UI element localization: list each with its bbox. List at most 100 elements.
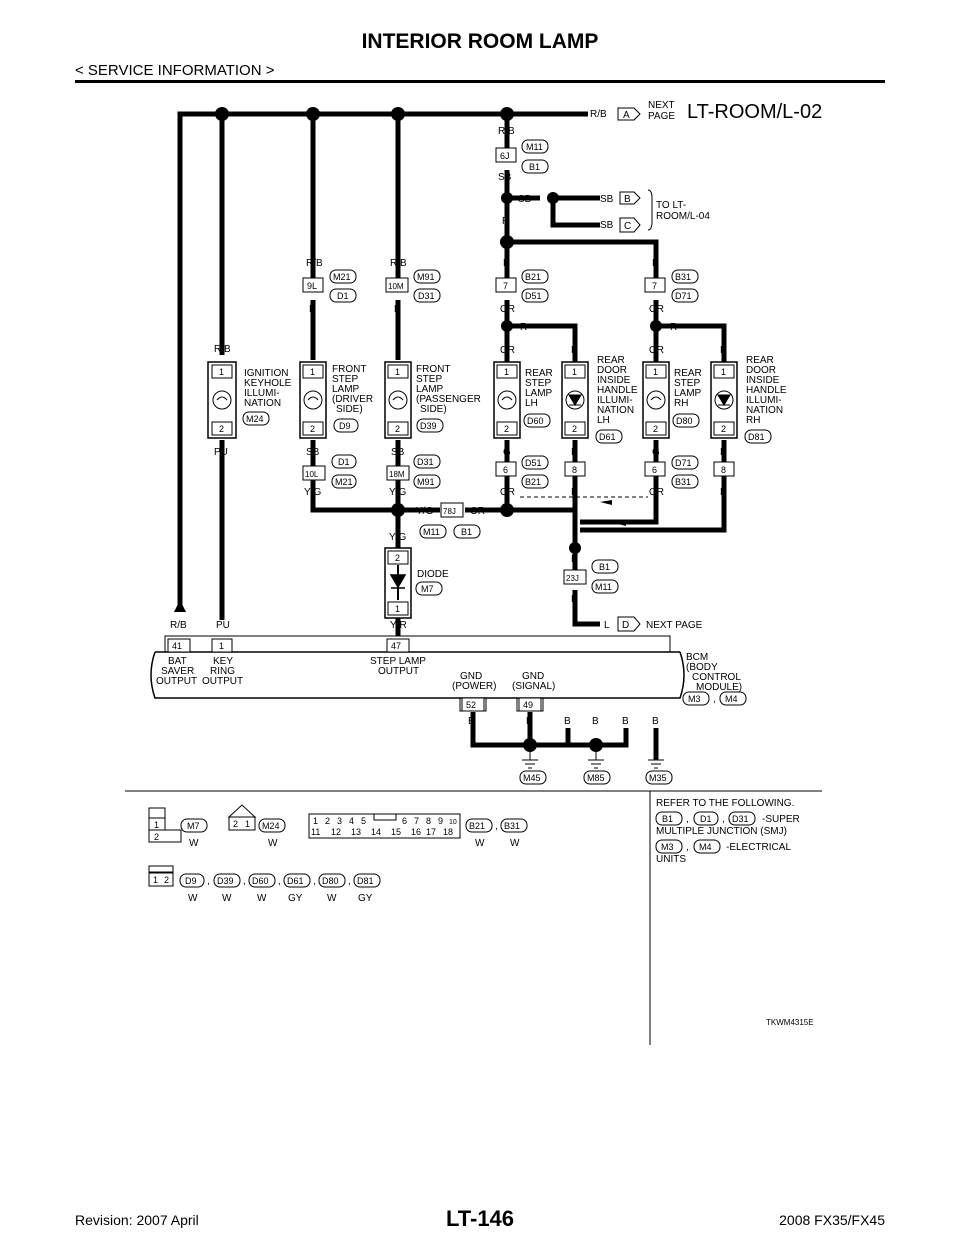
connector-id: D9: [185, 876, 197, 886]
connector-tab: [148, 807, 166, 819]
connector-label: D31: [417, 457, 434, 467]
connector-oval: [693, 839, 721, 854]
reference-id: B1: [662, 814, 673, 824]
diode-label: DIODE: [417, 569, 449, 580]
lamp-label: DOOR: [597, 365, 627, 376]
lamp-label: INSIDE: [597, 375, 631, 386]
wire-label: B: [564, 716, 571, 727]
pin-label: 14: [371, 827, 381, 837]
arrow-connector-d: [617, 616, 641, 632]
pin-label: 1: [219, 641, 224, 651]
splice-dot: [650, 320, 662, 332]
pin-label: 2: [164, 875, 169, 885]
splice-dot: [391, 503, 405, 517]
connector-id: M24: [262, 821, 280, 831]
connector-id: D61: [287, 876, 304, 886]
lamp-label: LH: [597, 415, 610, 426]
lamp-label: FRONT: [416, 364, 450, 375]
connector-label: D71: [675, 458, 692, 468]
pin-box: [645, 421, 667, 436]
ground-icon: [648, 759, 664, 769]
arrow-left-icon: [600, 500, 612, 505]
arrow-label: B: [624, 194, 631, 205]
pin-label: 2: [395, 553, 400, 563]
wire-label: L: [571, 594, 577, 605]
bcm-output-label: BAT: [168, 656, 187, 667]
junction-label: 78J: [443, 507, 456, 516]
pin-box: [461, 697, 485, 712]
splice-dot: [500, 503, 514, 517]
wire-label: L: [604, 620, 610, 631]
pin-box: [167, 638, 191, 653]
lamp-label: HANDLE: [597, 385, 638, 396]
wire-label: R/B: [170, 620, 187, 631]
connector-id: M7: [187, 821, 200, 831]
lamp-label: LAMP: [525, 388, 553, 399]
connector-color: W: [327, 893, 337, 904]
wire-label: OR: [649, 487, 664, 498]
connector-label: M11: [595, 582, 612, 592]
splice-dot: [501, 320, 513, 332]
pin-label: 15: [391, 827, 401, 837]
wire-label: R/B: [498, 126, 515, 137]
pin-label: 2: [395, 424, 400, 434]
connector-oval: [645, 770, 673, 785]
pin-box: [496, 364, 518, 379]
connector-oval: [416, 418, 444, 433]
connector-oval: [331, 454, 357, 469]
connector-label: M21: [333, 272, 351, 282]
wire-yg-drv: [310, 440, 398, 513]
connector-oval: [318, 873, 346, 888]
lamp-label: LAMP: [674, 388, 702, 399]
pin-box: [211, 421, 233, 436]
connector-oval: [413, 269, 441, 284]
pin-label: 6: [402, 816, 407, 826]
connector-oval: [283, 873, 311, 888]
pin-label: 1: [219, 367, 224, 377]
separator: ,: [686, 814, 689, 825]
splice-group: [215, 107, 662, 752]
junction-label: 23J: [566, 574, 579, 583]
pin-label: 8: [426, 816, 431, 826]
connector-oval: [331, 474, 357, 489]
arrow-label: C: [624, 221, 631, 232]
junction-label: 9L: [307, 281, 317, 291]
next-page-label: PAGE: [648, 111, 675, 122]
connector-id: D39: [217, 876, 234, 886]
reference-id: D31: [732, 814, 749, 824]
connector-oval: [671, 455, 699, 470]
connector-oval: [353, 873, 381, 888]
wire-label: R/B: [390, 258, 407, 269]
wire-label: L: [571, 554, 577, 565]
pin-label: 2: [504, 424, 509, 434]
wire-label: SB: [600, 194, 614, 205]
connector-face-b21: 1 2 3 4 5 6 7 8 9 10 11 12 13 14 15 16 1…: [308, 813, 528, 849]
connector-oval: [671, 474, 699, 489]
ground-icon: [588, 745, 604, 769]
pin-box: [387, 601, 409, 616]
connector-label: B1: [599, 562, 610, 572]
header-divider: [75, 80, 885, 83]
connector-oval: [465, 818, 493, 833]
bcm-name: CONTROL: [692, 672, 741, 683]
wire-label: L: [720, 447, 726, 458]
pin-label: 7: [414, 816, 419, 826]
wire-l-next: [572, 590, 600, 627]
connector-label: M21: [335, 477, 353, 487]
arrow-connector-c: [619, 217, 641, 233]
pin-label: 1: [313, 816, 318, 826]
wire-label: R/B: [306, 258, 323, 269]
wire-label: Y/G: [389, 487, 406, 498]
connector-label: D31: [418, 291, 435, 301]
wire-label: B: [468, 716, 475, 727]
bcm-output-label: SAVER: [161, 666, 194, 677]
bcm-name: MODULE): [696, 682, 742, 693]
bcm-output-label: STEP LAMP: [370, 656, 426, 667]
filament-icon: [650, 396, 662, 401]
lamp-label: LH: [525, 398, 538, 409]
pin-cell: [148, 829, 182, 843]
connector-label: M91: [417, 272, 435, 282]
diagram-id: LT-ROOM/L-02: [687, 101, 822, 123]
separator: ,: [686, 842, 689, 853]
